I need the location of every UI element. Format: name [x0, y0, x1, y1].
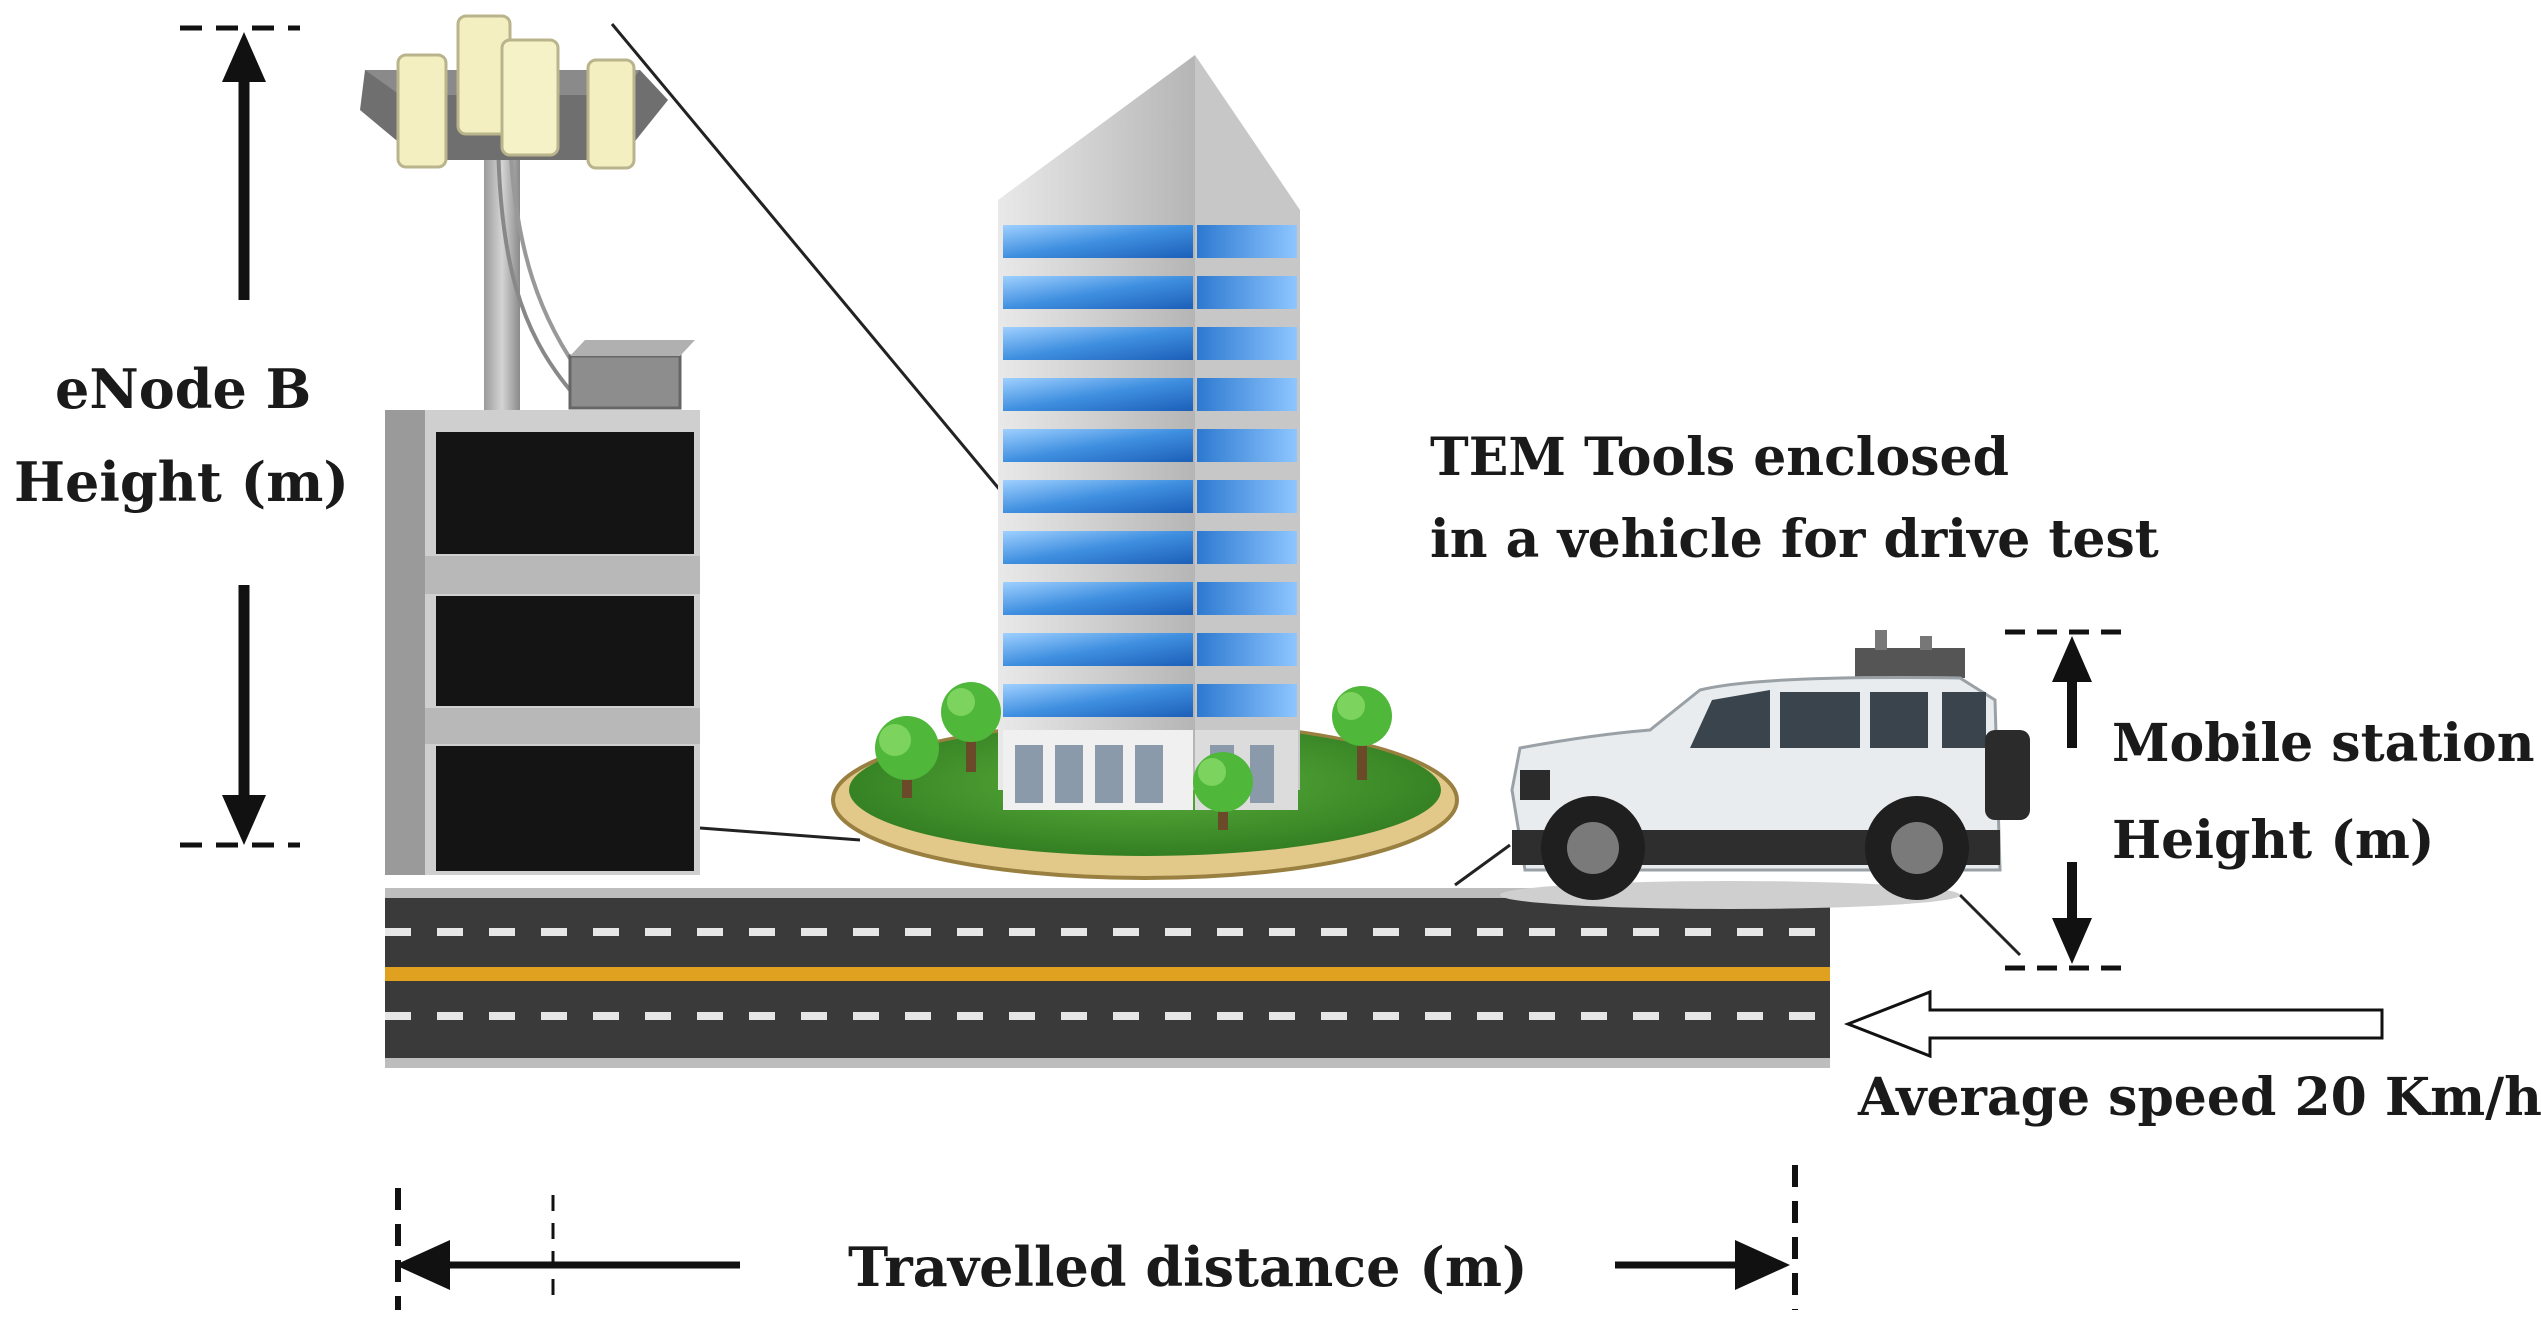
building-window-band — [1197, 378, 1297, 411]
office-building-icon — [998, 55, 1300, 810]
distance-dimension — [395, 1165, 1798, 1310]
building-window-band — [1003, 582, 1193, 615]
tower-callout-line — [610, 23, 1002, 491]
travelled-distance-label: Travelled distance (m) — [848, 1235, 1528, 1299]
building-window-band — [1003, 276, 1193, 309]
mobile-station-label-line2: Height (m) — [2112, 810, 2435, 871]
mobile-station-label-line1: Mobile station — [2112, 713, 2535, 774]
road-icon — [385, 888, 1830, 1068]
building-window-band — [1197, 327, 1297, 360]
building-window-band — [1003, 327, 1193, 360]
tree-icon — [1332, 686, 1392, 780]
trees — [875, 682, 1392, 830]
building-window-band — [1003, 531, 1193, 564]
building-window-band — [1003, 225, 1193, 258]
tree-icon — [1193, 752, 1253, 830]
tem-tools-label-line1: TEM Tools enclosed — [1430, 427, 2009, 488]
building-window-band — [1197, 429, 1297, 462]
enodeb-height-label-line2: Height (m) — [14, 450, 349, 514]
mobile-height-dimension — [2005, 629, 2130, 971]
building-window-band — [1197, 480, 1297, 513]
tree-icon — [875, 716, 939, 798]
building-window-band — [1003, 633, 1193, 666]
cell-tower-icon — [360, 14, 695, 412]
building-window-band — [1197, 684, 1297, 717]
direction-arrow-icon — [1843, 989, 2384, 1059]
building-window-band — [1003, 480, 1193, 513]
building-window-band — [1197, 531, 1297, 564]
building-window-band — [1197, 276, 1297, 309]
tem-tools-label-line2: in a vehicle for drive test — [1430, 509, 2159, 570]
building-window-band — [1197, 225, 1297, 258]
building-window-band — [1197, 582, 1297, 615]
building-window-band — [1003, 378, 1193, 411]
tree-icon — [941, 682, 1001, 772]
suv-icon — [1500, 630, 2030, 909]
building-window-band — [1197, 633, 1297, 666]
enodeb-height-dimension — [180, 25, 300, 848]
average-speed-label: Average speed 20 Km/h — [1858, 1067, 2541, 1128]
building-window-band — [1003, 429, 1193, 462]
building-window-band — [1003, 684, 1193, 717]
enodeb-building — [385, 410, 700, 875]
enodeb-height-label-line1: eNode B — [55, 357, 312, 421]
